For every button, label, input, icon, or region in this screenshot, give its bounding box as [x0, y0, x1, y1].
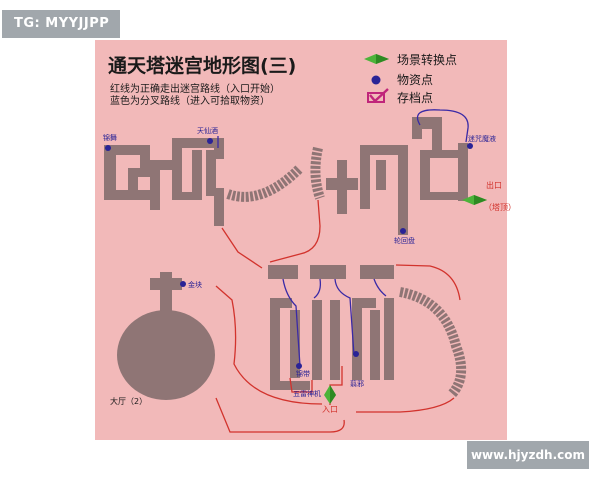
- label-jianxie: 翦邪: [350, 379, 364, 388]
- branch-route: [217, 109, 469, 367]
- legend-item-label: 物资点: [397, 73, 433, 87]
- legend: 场景转换点 物资点 存档点: [364, 52, 457, 105]
- item-dot-tiaojin: [296, 363, 302, 369]
- legend-save-label: 存档点: [397, 91, 433, 105]
- location-labels: 锦舞 天仙酒 迷咒魔液 轮回盘 金块 锦带 五雷神机 翦邪: [103, 126, 496, 398]
- item-dot-jinkuai: [180, 281, 186, 287]
- maze-walls: [104, 117, 468, 400]
- gem-icon: [364, 54, 389, 64]
- item-dot-lunhuipan: [400, 228, 406, 234]
- label-jinkuai: 金块: [188, 280, 202, 289]
- label-lunhuipan: 轮回盘: [394, 236, 415, 245]
- label-jinwu: 锦舞: [103, 133, 117, 142]
- gem-icon: [324, 385, 336, 404]
- legend-teleport-label: 场景转换点: [397, 52, 457, 67]
- label-rukou: 入口: [322, 405, 338, 414]
- label-exit-line2: （塔顶）: [484, 202, 516, 212]
- map-title: 通天塔迷宫地形图(三): [108, 54, 296, 77]
- label-wulingshenjie: 五雷神机: [293, 389, 321, 398]
- label-tianxianjiu: 天仙酒: [197, 126, 218, 135]
- label-tiaojin: 锦带: [296, 369, 310, 378]
- item-dot-jinwu: [105, 145, 111, 151]
- map-subtitle-line2: 蓝色为分叉路线（进入可拾取物资）: [110, 94, 270, 107]
- bottom-watermark: www.hjyzdh.com: [467, 441, 589, 469]
- item-dot-jianxie: [353, 351, 359, 357]
- label-dating: 大厅（2）: [110, 396, 147, 406]
- label-mibaomoliao: 迷咒魔液: [468, 134, 496, 143]
- label-exit-line1: 出口: [486, 180, 502, 190]
- ramps: [226, 146, 467, 398]
- item-dot-mibaomoliao: [467, 143, 473, 149]
- gem-icon: [462, 195, 487, 205]
- item-points: [105, 138, 473, 369]
- check-icon: [367, 88, 389, 103]
- top-tag: TG: MYYJJPP: [2, 10, 120, 38]
- item-dot-tianxianjiu: [207, 138, 213, 144]
- map-subtitle-line1: 红线为正确走出迷宫路线（入口开始）: [110, 82, 280, 95]
- dot-icon: [371, 75, 381, 85]
- correct-route: [215, 199, 461, 433]
